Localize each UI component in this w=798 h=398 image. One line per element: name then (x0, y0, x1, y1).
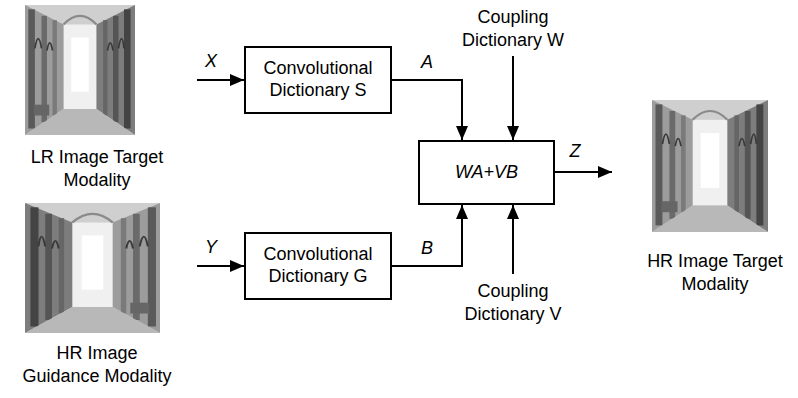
hr-guidance-image-group (25, 203, 160, 333)
dictionary-box: Convolutional Dictionary S (244, 46, 392, 114)
output-arrow (555, 171, 612, 173)
box-text: Convolutional Dictionary S (254, 58, 382, 101)
hr-guidance-image (25, 203, 160, 333)
coupling-label: Coupling Dictionary W (450, 6, 576, 51)
signal-name: Z (562, 140, 588, 163)
connector-arrow (392, 80, 462, 140)
image-caption: HR Image Guidance Modality (17, 342, 177, 387)
dictionary-box: Convolutional Dictionary G (244, 232, 392, 300)
lr-target-image (25, 5, 135, 135)
signal-name: B (415, 238, 439, 260)
input-arrow (197, 265, 244, 267)
input-arrow (197, 79, 244, 81)
signal-name: A (415, 52, 439, 74)
box-text: WA+VB (455, 162, 518, 184)
box-text: Convolutional Dictionary G (254, 244, 382, 287)
signal-name: Y (198, 236, 224, 259)
coupling-label: Coupling Dictionary V (450, 280, 576, 325)
signal-name: X (198, 50, 224, 73)
coupling-arrow (512, 205, 514, 274)
image-caption: LR Image Target Modality (17, 146, 177, 191)
coupling-arrow (512, 56, 514, 140)
dictionary-box: WA+VB (418, 140, 555, 205)
connector-arrow (392, 205, 462, 266)
image-caption: HR Image Target Modality (640, 250, 790, 295)
hr-target-image (652, 100, 768, 232)
